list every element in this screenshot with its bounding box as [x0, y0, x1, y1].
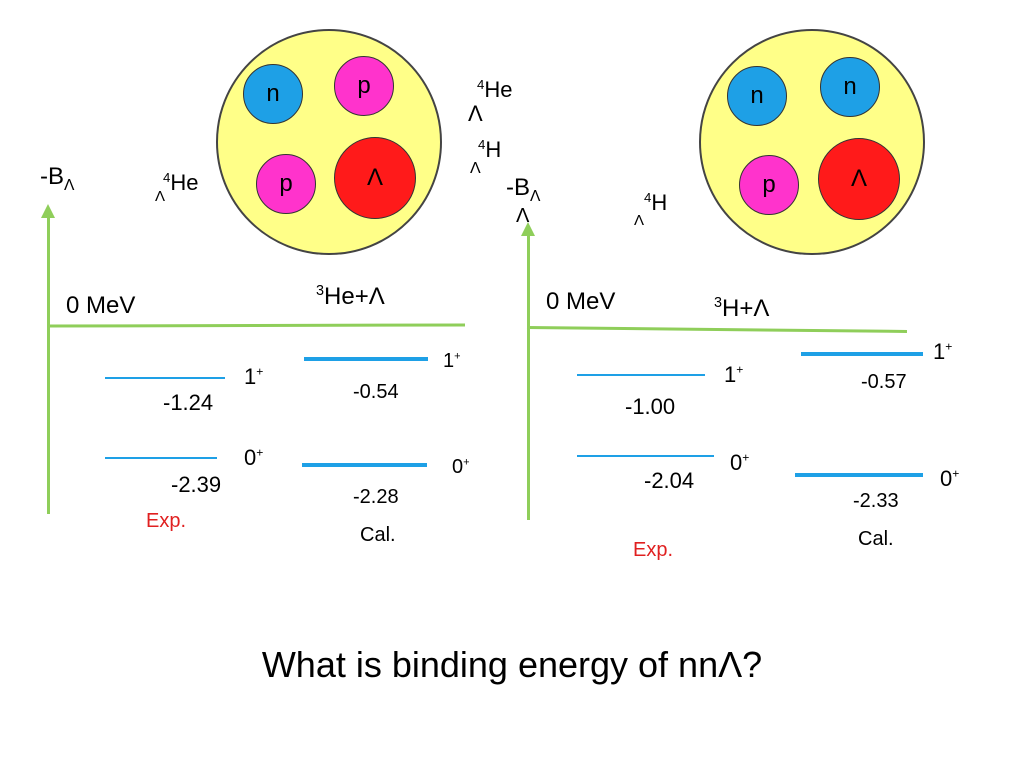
left-cal-level-1plus — [304, 357, 428, 361]
right-threshold-label: 3H+Λ — [714, 295, 770, 322]
left-axis-label: -BΛ — [40, 163, 75, 194]
right-axis-arrow — [521, 222, 535, 236]
left-proton-top: p — [334, 56, 394, 116]
right-cal-value-0: -2.33 — [853, 490, 899, 512]
right-cal-spin-0: 0+ — [940, 466, 960, 491]
left-zero-line — [46, 323, 466, 328]
left-threshold-label: 3He+Λ — [316, 283, 385, 310]
right-exp-spin-1: 1+ — [724, 362, 744, 387]
left-nucleus — [216, 29, 442, 255]
right-energy-axis — [527, 234, 530, 520]
right-zero-line — [526, 326, 907, 333]
left-exp-value-1: -1.24 — [163, 390, 214, 415]
right-exp-spin-0: 0+ — [730, 450, 750, 475]
right-proton: p — [739, 155, 799, 215]
left-cal-spin-0: 0+ — [452, 456, 470, 478]
left-cal-value-1: -0.54 — [353, 381, 399, 403]
left-exp-label: Exp. — [146, 510, 187, 532]
left-energy-axis — [47, 216, 50, 514]
left-neutron: n — [243, 64, 303, 124]
right-hypernucleus-label: Λ 4H — [634, 189, 668, 229]
right-exp-label: Exp. — [633, 539, 674, 561]
left-exp-spin-1: 1+ — [244, 364, 264, 389]
left-hypernucleus-label: Λ 4He — [155, 169, 199, 205]
question-text: What is binding energy of nnΛ? — [261, 644, 763, 685]
right-neutron-2: n — [820, 57, 880, 117]
left-cal-spin-1: 1+ — [443, 350, 461, 372]
right-axis-label: -BΛ — [506, 174, 541, 205]
left-lambda: Λ — [334, 137, 416, 219]
middle-h-sub: Λ — [470, 160, 481, 177]
left-cal-value-0: -2.28 — [353, 486, 399, 508]
left-exp-level-1plus — [105, 377, 225, 379]
right-neutron-1: n — [727, 66, 787, 126]
left-zero-label: 0 MeV — [66, 292, 136, 319]
right-axis-label-below: Λ — [516, 205, 530, 227]
right-exp-value-0: -2.04 — [644, 468, 695, 493]
left-cal-label: Cal. — [360, 524, 396, 546]
middle-he-label: 4He — [477, 76, 513, 102]
right-cal-label: Cal. — [858, 528, 894, 550]
right-lambda: Λ — [818, 138, 900, 220]
right-exp-level-0plus — [577, 455, 714, 457]
right-cal-level-1plus — [801, 352, 923, 356]
left-exp-spin-0: 0+ — [244, 445, 264, 470]
left-axis-arrow — [41, 204, 55, 218]
right-cal-value-1: -0.57 — [861, 371, 907, 393]
right-nucleus — [699, 29, 925, 255]
right-exp-level-1plus — [577, 374, 705, 376]
left-exp-value-0: -2.39 — [171, 472, 222, 497]
middle-he-sub: Λ — [468, 101, 483, 126]
right-cal-level-0plus — [795, 473, 923, 477]
right-zero-label: 0 MeV — [546, 288, 616, 315]
left-proton-bottom: p — [256, 154, 316, 214]
left-exp-level-0plus — [105, 457, 217, 459]
right-exp-value-1: -1.00 — [625, 394, 676, 419]
right-cal-spin-1: 1+ — [933, 339, 953, 364]
left-cal-level-0plus — [302, 463, 427, 467]
middle-h-label: 4H — [478, 136, 502, 162]
